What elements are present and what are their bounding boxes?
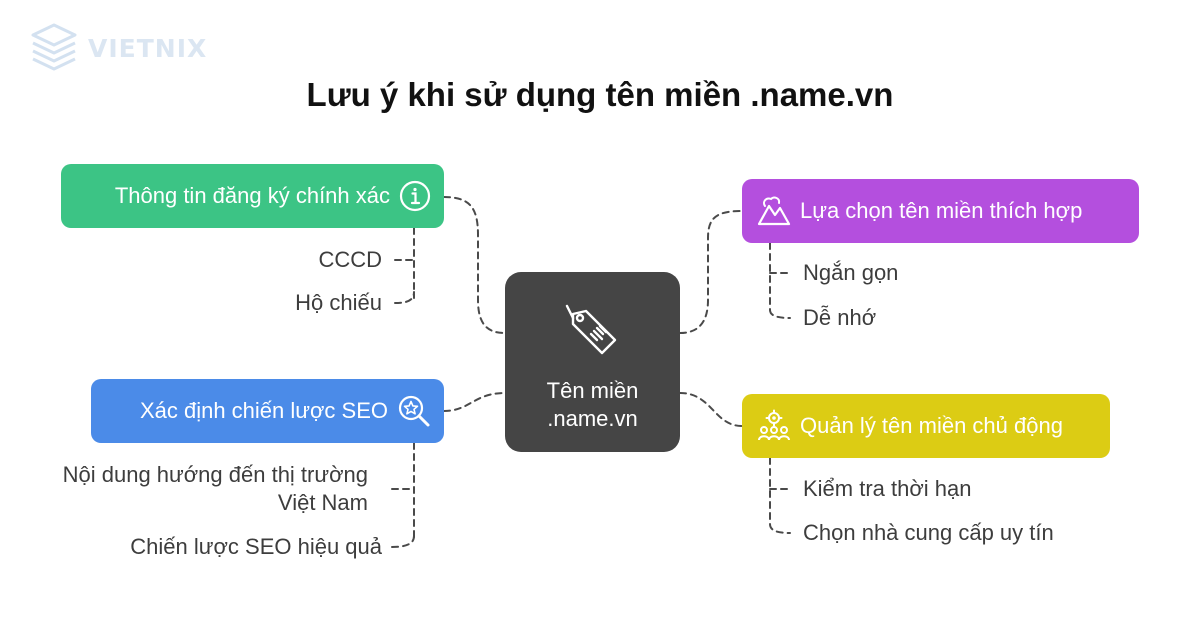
people-gear-icon xyxy=(756,408,792,444)
tag-icon xyxy=(561,300,625,369)
sub-item: Hộ chiếu xyxy=(295,290,382,315)
sub-item: Dễ nhớ xyxy=(803,305,877,330)
sub-item: Ngắn gọn xyxy=(803,260,899,285)
branch-label: Quản lý tên miền chủ động xyxy=(800,413,1063,438)
branch-label: Lựa chọn tên miền thích hợp xyxy=(800,198,1083,223)
branch-label: Xác định chiến lược SEO xyxy=(139,398,388,423)
branch-choose-domain: Lựa chọn tên miền thích hợp xyxy=(742,179,1139,243)
branch-label: Thông tin đăng ký chính xác xyxy=(114,183,390,208)
page-title: Lưu ý khi sử dụng tên miền .name.vn xyxy=(306,76,894,113)
seo-search-icon xyxy=(396,393,432,429)
branch-registration-info: Thông tin đăng ký chính xác xyxy=(61,164,444,228)
center-node: Tên miền .name.vn xyxy=(505,272,680,452)
mountain-icon xyxy=(756,193,792,229)
sub-item: Chiến lược SEO hiệu quả xyxy=(130,534,382,559)
branch-seo-strategy: Xác định chiến lược SEO xyxy=(91,379,444,443)
branch-manage-domain: Quản lý tên miền chủ động xyxy=(742,394,1110,458)
brand-name: VIETNIX xyxy=(88,33,208,63)
center-label: Tên miền .name.vn xyxy=(546,378,639,431)
sub-item: Nội dung hướng đến thị trường Việt Nam xyxy=(62,462,368,515)
sub-item: CCCD xyxy=(318,247,382,272)
sub-item: Chọn nhà cung cấp uy tín xyxy=(803,520,1054,545)
info-icon xyxy=(398,179,432,213)
vietnix-logo: VIETNIX xyxy=(30,22,207,74)
stack-layers-icon xyxy=(31,23,77,71)
sub-item: Kiểm tra thời hạn xyxy=(803,476,972,501)
